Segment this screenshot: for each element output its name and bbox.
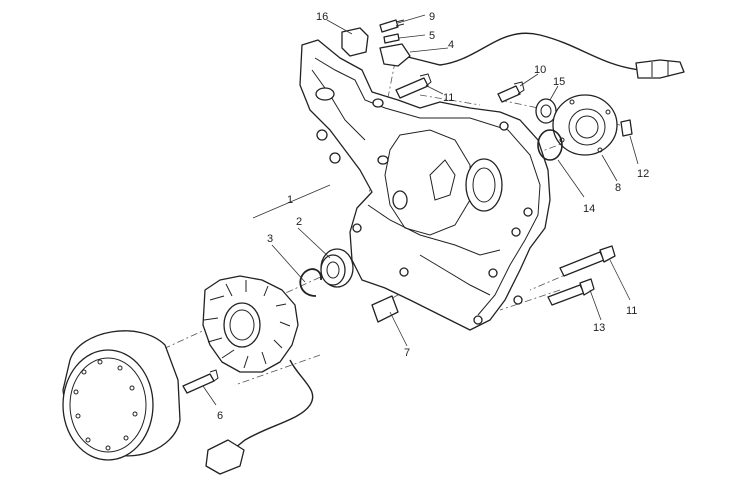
callout-2: 2 [296,216,302,228]
callout-16: 16 [316,11,328,23]
o-ring [537,129,563,161]
sensor-cable [379,32,685,79]
callout-10: 10 [534,64,546,76]
callout-15: 15 [553,76,565,88]
screw [379,19,405,33]
callout-7: 7 [404,347,410,359]
callout-labels: 16 9 5 4 10 11 15 12 8 14 1 2 3 11 13 7 … [217,11,649,422]
screw [620,119,633,137]
rotor [62,330,181,461]
callout-8: 8 [615,182,621,194]
callout-13: 13 [593,322,605,334]
long-screw [559,245,616,277]
generator-cover [299,39,551,331]
screw [182,369,219,394]
leader-lines [202,14,639,406]
callout-11-right: 11 [626,305,637,317]
stator [202,275,299,373]
stator-connector [205,439,245,475]
callout-3: 3 [267,233,273,245]
gasket-tab [371,295,399,323]
callout-9: 9 [429,11,435,23]
callout-4: 4 [448,39,454,51]
callout-11-top: 11 [443,92,454,104]
circlip [299,268,322,297]
inspection-cover [552,94,618,156]
screw [497,81,525,103]
screw [383,33,400,44]
bracket [341,27,369,57]
callout-6: 6 [217,410,223,422]
callout-1: 1 [287,194,293,206]
group-bracket [252,184,331,219]
callout-14: 14 [583,203,595,215]
callout-12: 12 [637,168,649,180]
callout-5: 5 [429,30,435,42]
screw [395,73,432,99]
stator-wire [234,359,314,449]
bearing [320,248,354,288]
